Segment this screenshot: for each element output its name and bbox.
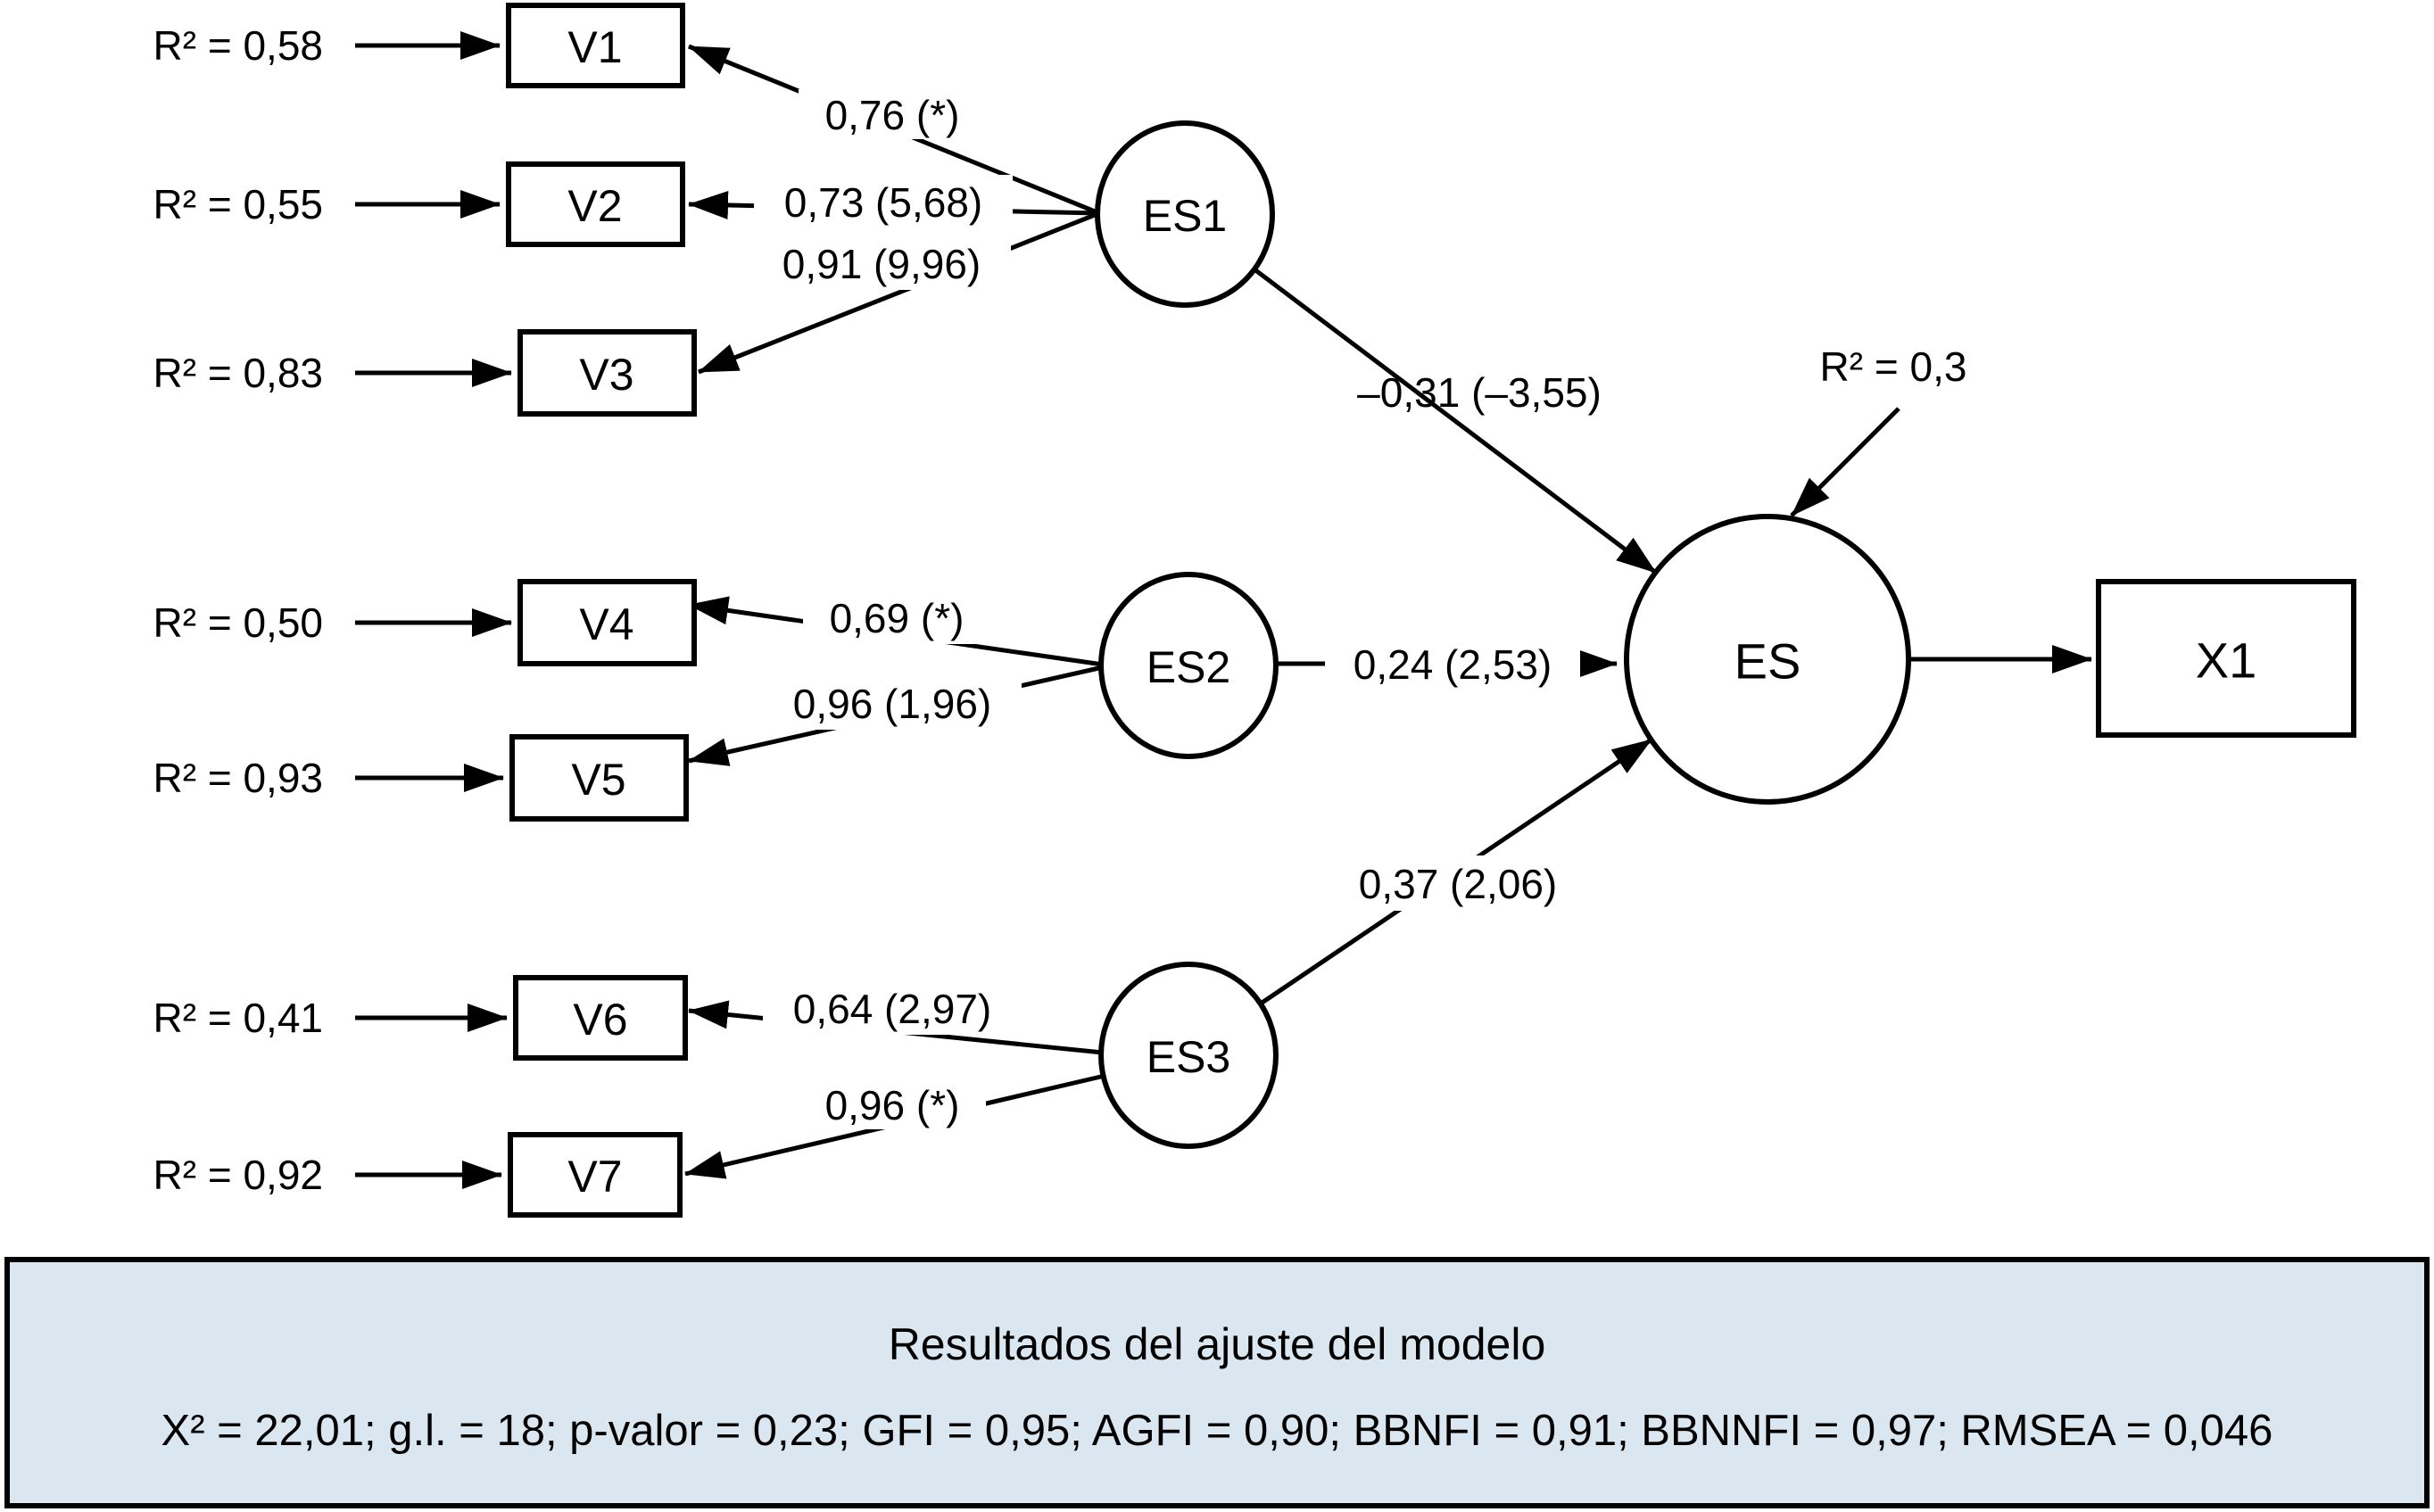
path-label-es2-es: 0,24 (2,53) xyxy=(1354,641,1552,688)
arrow-r2-es xyxy=(1790,407,1900,517)
latent-ellipse-es xyxy=(1624,514,1911,805)
outcome-label-x1: X1 xyxy=(2196,632,2257,689)
latent-ellipse-es2 xyxy=(1098,572,1279,759)
loading-arrow-es1-v3 xyxy=(698,211,1100,375)
r2-label-v7: R² = 0,92 xyxy=(153,1152,324,1198)
loading-label-es2-v4: 0,69 (*) xyxy=(830,595,964,641)
loading-label-es1-v3: 0,91 (9,96) xyxy=(782,241,981,287)
results-title: Resultados del ajuste del modelo xyxy=(889,1319,1546,1369)
loading-label-es1-v2: 0,73 (5,68) xyxy=(784,179,982,226)
r2-label-v2: R² = 0,55 xyxy=(153,181,324,227)
r2-label-v1: R² = 0,58 xyxy=(153,22,324,69)
observed-label-v6: V6 xyxy=(573,995,627,1045)
results-box: Resultados del ajuste del modelo X² = 22… xyxy=(4,1257,2430,1508)
observed-label-v3: V3 xyxy=(579,350,633,400)
loading-label-es1-v1: 0,76 (*) xyxy=(825,92,960,138)
observed-label-v2: V2 xyxy=(567,181,622,231)
observed-boxes xyxy=(506,3,697,1218)
observed-box-v7 xyxy=(508,1132,683,1218)
latent-label-es: ES xyxy=(1734,633,1801,690)
loading-labels: 0,76 (*) 0,73 (5,68) 0,91 (9,96) 0,69 (*… xyxy=(782,92,991,1128)
observed-label-v5: V5 xyxy=(571,755,625,805)
path-label-es1-es: –0,31 (–3,55) xyxy=(1357,369,1602,416)
observed-label-v4: V4 xyxy=(579,599,633,649)
latent-ellipses xyxy=(1095,120,1911,1149)
observed-box-v4 xyxy=(517,579,697,666)
observed-box-v6 xyxy=(513,975,688,1061)
latent-labels: ES1 ES2 ES3 ES X1 xyxy=(1143,191,2257,1082)
latent-label-es2: ES2 xyxy=(1147,642,1231,692)
observed-box-v5 xyxy=(509,734,689,822)
loading-label-es2-v5: 0,96 (1,96) xyxy=(793,681,991,727)
observed-label-v1: V1 xyxy=(567,22,622,72)
r2-label-v5: R² = 0,93 xyxy=(153,755,324,801)
observed-box-v2 xyxy=(506,161,685,247)
results-box-frame xyxy=(4,1257,2430,1508)
latent-ellipse-es3 xyxy=(1098,962,1279,1149)
r2-label-v4: R² = 0,50 xyxy=(153,599,324,646)
label-backgrounds xyxy=(752,89,1585,1129)
observed-label-v7: V7 xyxy=(567,1152,622,1202)
results-stats: X² = 22,01; g.l. = 18; p-valor = 0,23; G… xyxy=(161,1407,2273,1455)
r2-labels: R² = 0,58 R² = 0,55 R² = 0,83 R² = 0,50 … xyxy=(153,22,324,1198)
es-r2-label: R² = 0,3 xyxy=(1820,343,1967,390)
observed-box-v1 xyxy=(506,3,685,88)
path-labels: –0,31 (–3,55) 0,24 (2,53) 0,37 (2,06) R²… xyxy=(1354,343,1967,907)
path-arrow-es1-es xyxy=(1253,268,1658,574)
r2-label-v6: R² = 0,41 xyxy=(153,995,324,1041)
observed-labels: V1 V2 V3 V4 V5 V6 V7 xyxy=(567,22,633,1202)
r2-label-v3: R² = 0,83 xyxy=(153,350,324,396)
latent-ellipse-es1 xyxy=(1095,120,1275,308)
loading-label-es3-v6: 0,64 (2,97) xyxy=(793,986,991,1032)
observed-box-v3 xyxy=(517,329,697,417)
latent-label-es3: ES3 xyxy=(1147,1032,1231,1082)
loading-label-es3-v7: 0,96 (*) xyxy=(825,1082,960,1128)
outcome-box-x1 xyxy=(2096,579,2356,738)
path-label-es3-es: 0,37 (2,06) xyxy=(1359,861,1557,907)
r2-arrows xyxy=(355,31,512,1189)
latent-label-es1: ES1 xyxy=(1143,191,1228,241)
